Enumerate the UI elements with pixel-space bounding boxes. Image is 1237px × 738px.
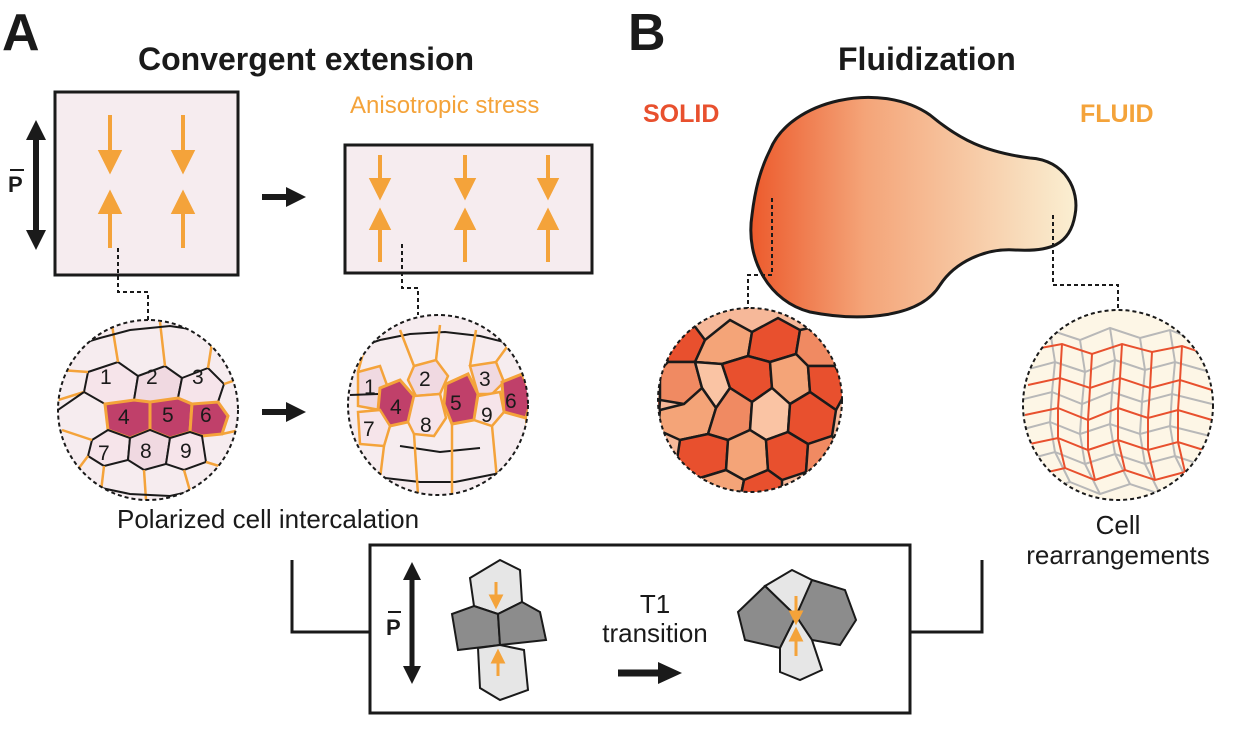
t1-label-line2: transition — [602, 618, 708, 648]
cell-label-5-after: 5 — [450, 392, 462, 415]
t1-label-line1: T1 — [640, 589, 670, 619]
t1-cells-before — [450, 558, 548, 702]
polarity-label-a: P — [8, 172, 23, 197]
cell-label-6-after: 6 — [505, 390, 517, 413]
zoom-connector-before — [117, 248, 149, 320]
polarity-label-t1: P — [386, 615, 401, 640]
t1-stress-arrows-after — [788, 596, 804, 656]
panel-b-letter: B — [628, 4, 666, 62]
zoom-connector-solid — [747, 198, 773, 310]
cell-label-8-before: 8 — [140, 440, 152, 463]
transform-arrowhead-middle — [286, 402, 306, 422]
cell-label-8-after: 8 — [420, 414, 432, 437]
polarity-axis-t1 — [403, 562, 421, 684]
cell-label-5-before: 5 — [162, 404, 174, 427]
t1-stress-arrows-before — [488, 582, 506, 676]
cell-label-2-after: 2 — [419, 368, 431, 391]
anisotropic-stress-label: Anisotropic stress — [350, 92, 539, 119]
stress-arrows-before — [97, 115, 196, 248]
cell-label-7-after: 7 — [363, 418, 375, 441]
solid-label: SOLID — [643, 100, 719, 128]
t1-arrowhead — [658, 662, 682, 684]
fluid-label: FLUID — [1080, 100, 1154, 128]
cell-zoom-before: 1 2 3 4 5 6 7 8 9 — [57, 319, 239, 501]
cell-label-6-before: 6 — [200, 404, 212, 427]
stress-arrows-after — [368, 155, 560, 262]
zoom-connector-after — [401, 244, 419, 315]
panel-b-title: Fluidization — [838, 41, 1016, 77]
zoom-connector-fluid — [1052, 215, 1119, 312]
cell-label-1-before: 1 — [100, 366, 112, 389]
tissue-before-box — [53, 90, 240, 277]
cell-label-4-after: 4 — [390, 396, 402, 419]
cell-label-4-before: 4 — [118, 406, 130, 429]
fluid-cell-zoom — [1022, 309, 1214, 501]
bracket-left — [290, 560, 370, 634]
rearrangements-label-line1: Cell — [1096, 510, 1141, 540]
cell-label-1-after: 1 — [364, 376, 376, 399]
cell-label-2-before: 2 — [146, 366, 158, 389]
bracket-right — [910, 560, 984, 634]
intercalation-label: Polarized cell intercalation — [117, 504, 419, 534]
rearrangements-label-line2: rearrangements — [1026, 540, 1210, 570]
cell-label-9-before: 9 — [180, 440, 192, 463]
cell-label-7-before: 7 — [98, 442, 110, 465]
tissue-after-box — [343, 143, 594, 275]
solid-cell-zoom — [657, 307, 843, 493]
transform-arrowhead-top — [286, 187, 306, 207]
panel-a-letter: A — [2, 4, 40, 62]
fluidization-tissue-body — [749, 95, 1078, 319]
cell-label-3-before: 3 — [192, 366, 204, 389]
panel-a-title: Convergent extension — [138, 41, 474, 77]
cell-zoom-after: 1 2 3 4 5 6 7 8 9 — [347, 314, 529, 496]
cell-label-3-after: 3 — [479, 368, 491, 391]
polarity-axis-a — [26, 120, 46, 250]
cell-label-9-after: 9 — [481, 404, 493, 427]
